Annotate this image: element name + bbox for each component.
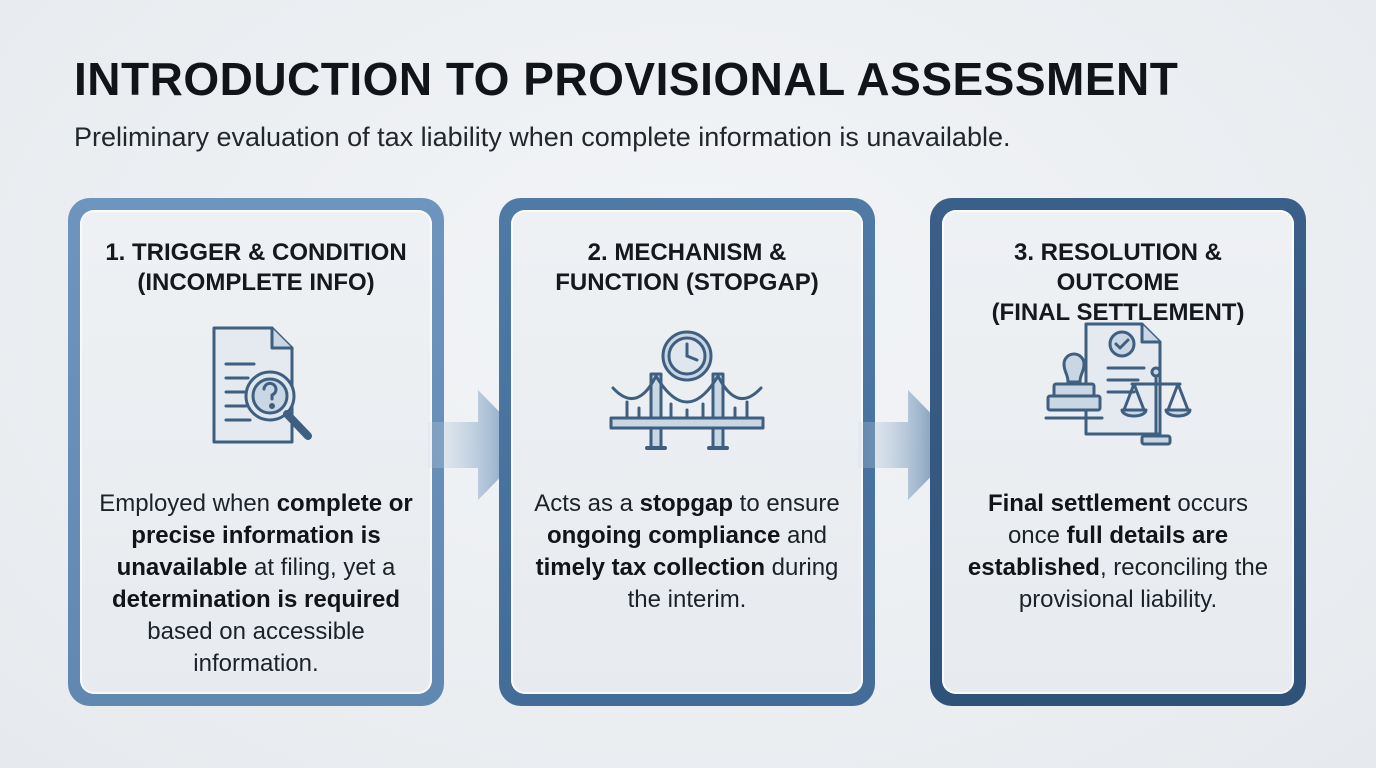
body-seg: during the interim. <box>627 554 839 613</box>
card-inner: 2. MECHANISM & FUNCTION (STOPGAP) <box>511 210 863 694</box>
arrow-right-icon <box>858 390 962 500</box>
card-title-line-2: (FINAL SETTLEMENT) <box>991 299 1245 326</box>
body-seg-bold: stopgap <box>639 490 733 517</box>
page-subtitle: Preliminary evaluation of tax liability … <box>74 122 1011 152</box>
body-seg-bold: complete or precise information is unava… <box>116 490 413 581</box>
card-title: 1. TRIGGER & CONDITION (INCOMPLETE INFO) <box>80 238 432 298</box>
body-seg: Employed when <box>99 490 277 517</box>
card-mechanism-function: 2. MECHANISM & FUNCTION (STOPGAP) <box>499 198 875 706</box>
card-title-line-2: (INCOMPLETE INFO) <box>137 269 375 296</box>
body-seg: to ensure <box>732 490 840 517</box>
stamp-scales-document-icon <box>1044 322 1192 446</box>
card-trigger-condition: 1. TRIGGER & CONDITION (INCOMPLETE INFO)… <box>68 198 444 706</box>
page-title: INTRODUCTION TO PROVISIONAL ASSESSMENT <box>74 53 1179 105</box>
card-title: 2. MECHANISM & FUNCTION (STOPGAP) <box>511 238 863 298</box>
body-seg: at filing, yet a <box>247 554 396 581</box>
card-title-line-1: 3. RESOLUTION & OUTCOME <box>1013 239 1223 296</box>
card-title-line-2: FUNCTION (STOPGAP) <box>555 269 819 296</box>
bridge-clock-icon <box>609 330 765 450</box>
body-seg: occurs once <box>1007 490 1249 549</box>
card-title-line-1: 2. MECHANISM & <box>587 239 787 266</box>
card-resolution-outcome: 3. RESOLUTION & OUTCOME (FINAL SETTLEMEN… <box>930 198 1306 706</box>
card-inner: 1. TRIGGER & CONDITION (INCOMPLETE INFO)… <box>80 210 432 694</box>
card-body: Final settlement occurs once full detail… <box>960 488 1276 616</box>
document-magnifier-question-icon <box>212 326 312 444</box>
body-seg: and <box>780 522 828 549</box>
card-inner: 3. RESOLUTION & OUTCOME (FINAL SETTLEMEN… <box>942 210 1294 694</box>
card-body: Employed when complete or precise inform… <box>98 488 414 680</box>
card-title-line-1: 1. TRIGGER & CONDITION <box>105 239 407 266</box>
body-seg-bold: determination is required <box>111 586 401 613</box>
body-seg-bold: Final settlement <box>987 490 1171 517</box>
card-title: 3. RESOLUTION & OUTCOME (FINAL SETTLEMEN… <box>942 238 1294 328</box>
body-seg: Acts as a <box>534 490 640 517</box>
card-body: Acts as a stopgap to ensure ongoing comp… <box>529 488 845 616</box>
body-seg-bold: ongoing compliance <box>546 522 781 549</box>
body-seg-bold: timely tax collection <box>535 554 765 581</box>
body-seg: based on accessible information. <box>147 618 365 677</box>
body-seg: , reconciling the provisional liability. <box>1018 554 1269 613</box>
body-seg-bold: full details are established <box>967 522 1229 581</box>
arrow-right-icon <box>428 390 532 500</box>
